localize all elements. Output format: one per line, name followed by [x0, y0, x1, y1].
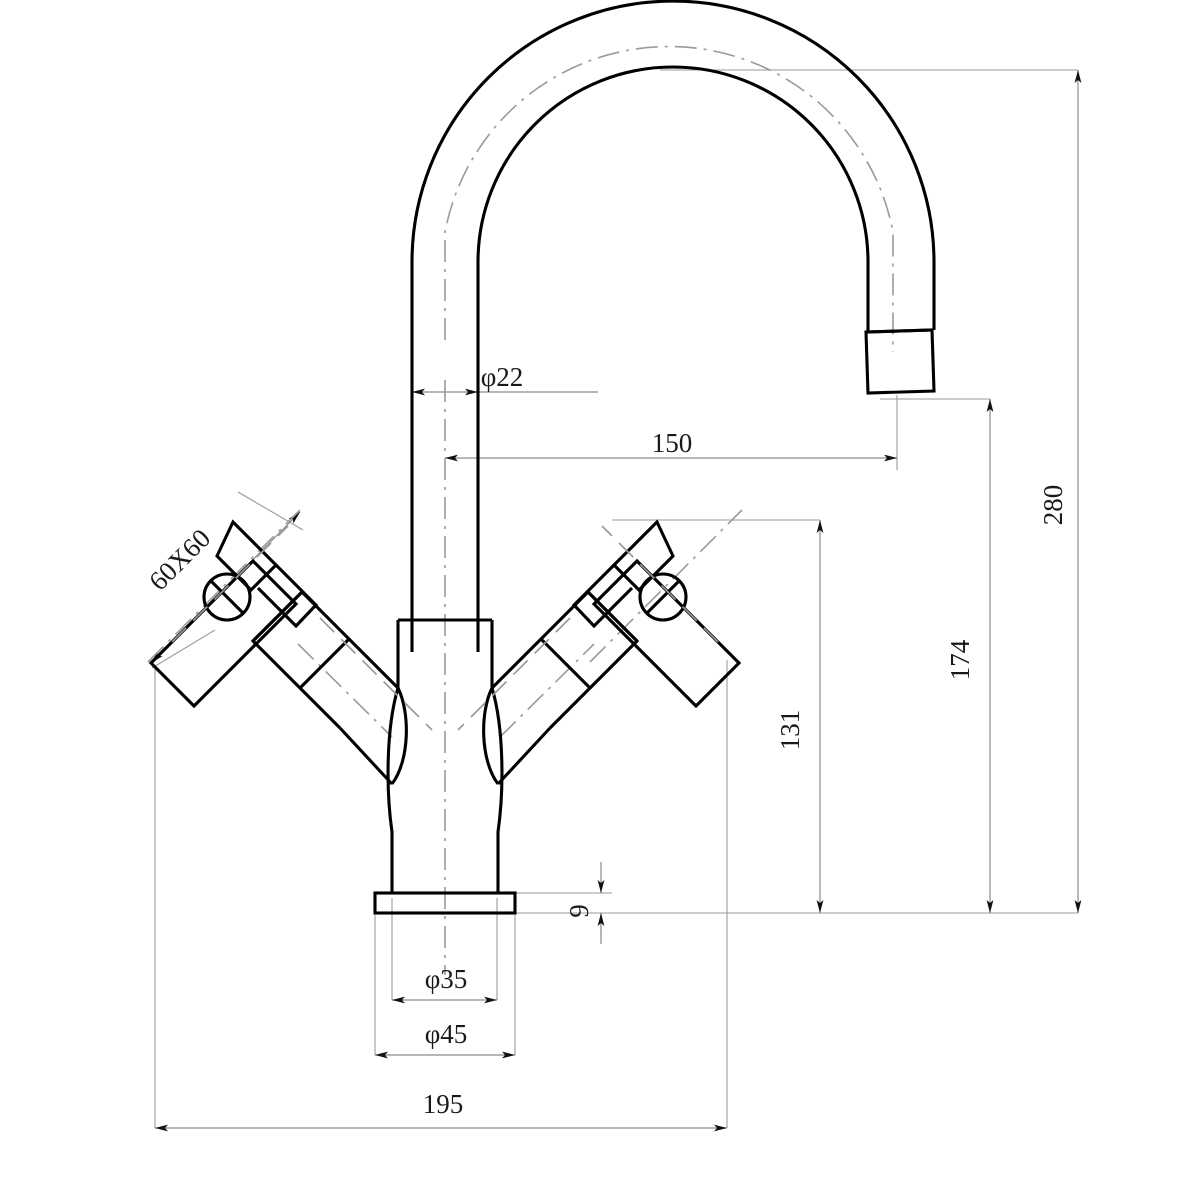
centerlines	[147, 45, 894, 975]
label-handle-size: 60X60	[143, 523, 216, 596]
ext-handle-a	[237, 491, 304, 531]
label-base-diameter: φ45	[425, 1019, 468, 1049]
handle-left-stem-seam-b	[298, 637, 351, 690]
body-blend-right	[482, 687, 500, 785]
label-spout-reach: 150	[652, 428, 693, 458]
centerline-handle-left-long	[147, 509, 301, 663]
handle-left-cross-arm-upper	[215, 519, 279, 593]
handle-left-stem-lower	[338, 726, 394, 786]
handle-right-stem-lower	[496, 726, 552, 786]
label-base-thickness: 9	[564, 904, 594, 918]
hidden-right-bar-axis	[601, 525, 719, 643]
base-escutcheon	[373, 891, 517, 915]
handle-left-stem-outline	[250, 589, 400, 730]
spout-outlet	[864, 328, 936, 395]
centerline-handle-right-stem	[499, 643, 595, 738]
body-blend-left	[390, 687, 408, 785]
dimension-text-group: φ22 150 60X60 131 174 280 9 φ35 φ45 195	[143, 362, 1068, 1119]
hidden-right-stem-axis	[457, 617, 571, 731]
hidden-left-stem-axis	[319, 617, 433, 731]
label-overall-width: 195	[423, 1089, 464, 1119]
handle-left-stem-seam-a	[251, 590, 304, 643]
body-waist-left	[386, 687, 400, 893]
body-upper-sides	[396, 620, 494, 688]
handle-hidden-lines	[171, 525, 719, 731]
faucet-outline	[148, 0, 936, 915]
label-overall-height: 280	[1038, 485, 1068, 526]
spout-outlet-seam	[865, 328, 933, 334]
hidden-left-bar-axis	[171, 525, 289, 643]
handle-right-hub-tick	[645, 579, 681, 615]
handle-right-stem-seam-b	[539, 637, 592, 690]
spout-inner-wall	[476, 65, 870, 652]
handle-left-hub	[202, 572, 252, 622]
handle-right-stem-seam-a	[586, 590, 639, 643]
handle-left-hub-tick	[209, 579, 245, 615]
label-spout-bore: φ22	[481, 362, 524, 392]
spout-outer-wall	[410, 0, 936, 652]
label-body-diameter: φ35	[425, 964, 468, 994]
handle-right-stem-outline	[490, 589, 640, 730]
handle-right-cross-bar	[591, 558, 742, 709]
centerline-handle-right-long	[589, 509, 743, 663]
label-outlet-height: 174	[945, 639, 975, 680]
centerline-handle-left-stem	[297, 643, 393, 738]
handle-right-hub	[638, 572, 688, 622]
handle-right-cross-arm-lower	[571, 563, 634, 629]
handle-right-cross-arm-upper	[611, 519, 675, 593]
centerline-spout-arc	[444, 45, 894, 352]
handle-left-cross-arm-lower	[256, 563, 319, 629]
body-waist-right	[490, 687, 504, 893]
label-handle-height: 131	[775, 710, 805, 751]
dimension-lines	[150, 70, 1082, 1132]
